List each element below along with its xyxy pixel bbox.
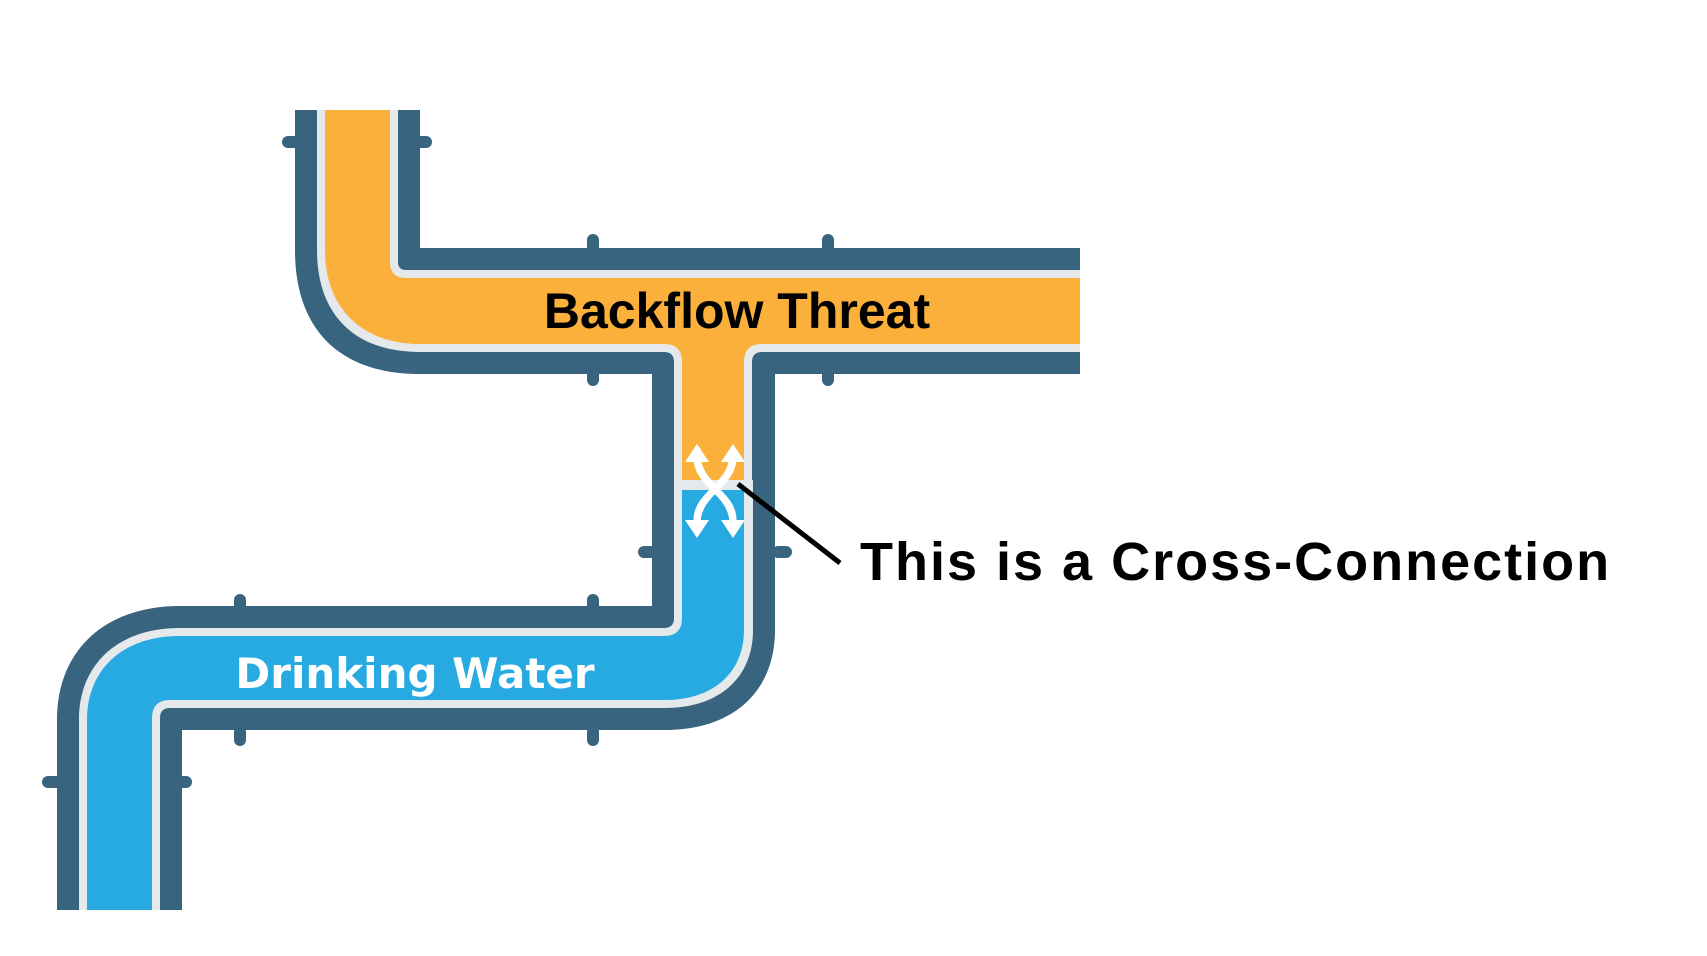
drinking-fluid (87, 490, 744, 910)
pipe-clamp (772, 546, 792, 558)
cross-connection-callout: This is a Cross-Connection (860, 532, 1611, 592)
arrowhead-up-right (721, 444, 745, 462)
backflow-threat-label: Backflow Threat (544, 283, 931, 339)
arrowhead-up-left (685, 444, 709, 462)
arrowhead-down-left (685, 520, 709, 538)
bidirectional-crossing-arrows-icon (693, 450, 737, 528)
arrowheads (685, 444, 745, 538)
backflow-fluid (325, 110, 1080, 490)
callout-line (736, 482, 842, 565)
drinking-water-label: Drinking Water (235, 649, 595, 698)
backflow-pipe (295, 110, 1080, 550)
pipe-clamp (234, 726, 246, 746)
crossing-arrow-path (693, 450, 737, 524)
arrowhead-down-right (721, 520, 745, 538)
drinking-water-pipe (57, 480, 775, 910)
pipe-clamp (587, 726, 599, 746)
